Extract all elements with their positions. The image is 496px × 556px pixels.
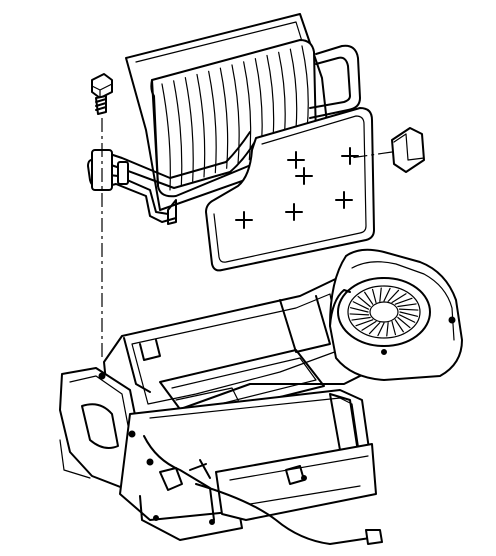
blower-blade xyxy=(391,320,397,336)
evaporator-fin xyxy=(219,67,229,169)
blower-blade xyxy=(394,297,413,305)
evaporator-fin xyxy=(208,70,217,174)
blower-blade xyxy=(379,287,382,302)
screw-icon xyxy=(91,73,113,360)
wiring-lead-icon xyxy=(59,439,383,545)
blower-blade xyxy=(371,288,377,304)
blower-blade xyxy=(383,287,391,302)
seal-cross-mark xyxy=(285,203,303,221)
blower-blade xyxy=(377,322,385,337)
blower-blade xyxy=(351,316,371,321)
blower-blade xyxy=(397,303,417,308)
blower-blade xyxy=(394,319,404,333)
blower-blade xyxy=(398,314,416,323)
evaporator-fin xyxy=(184,77,194,182)
blower-motor-housing-icon xyxy=(329,248,463,381)
blower-blade xyxy=(398,308,419,311)
blower-blade xyxy=(355,319,374,327)
blower-blade xyxy=(361,320,377,331)
seal-cross-mark xyxy=(287,151,305,169)
blower-blade xyxy=(368,322,381,335)
blower-wheel-icon xyxy=(349,287,419,337)
evaporator-fin xyxy=(231,64,240,165)
seal-cross-mark xyxy=(235,211,253,229)
blower-blade xyxy=(397,316,411,329)
seal-clip-icon xyxy=(349,127,425,173)
blower-blade xyxy=(349,307,369,313)
hvac-module-housing-icon xyxy=(59,262,421,541)
blower-blade xyxy=(364,291,374,305)
seal-cross-mark xyxy=(341,147,359,165)
seal-cross-mark xyxy=(335,191,353,209)
seal-cross-mark xyxy=(295,167,313,185)
blower-blade xyxy=(387,289,400,302)
evaporator-fin xyxy=(196,73,206,178)
evaporator-seal-icon xyxy=(205,107,375,272)
evaporator-core-icon xyxy=(125,13,331,211)
blower-blade xyxy=(357,295,371,308)
blower-blade xyxy=(391,293,407,304)
blower-blade xyxy=(386,322,389,337)
blower-blade xyxy=(399,311,419,317)
blower-blade xyxy=(352,301,370,310)
blower-blade xyxy=(349,313,370,316)
case-fastener-icon xyxy=(98,372,307,525)
